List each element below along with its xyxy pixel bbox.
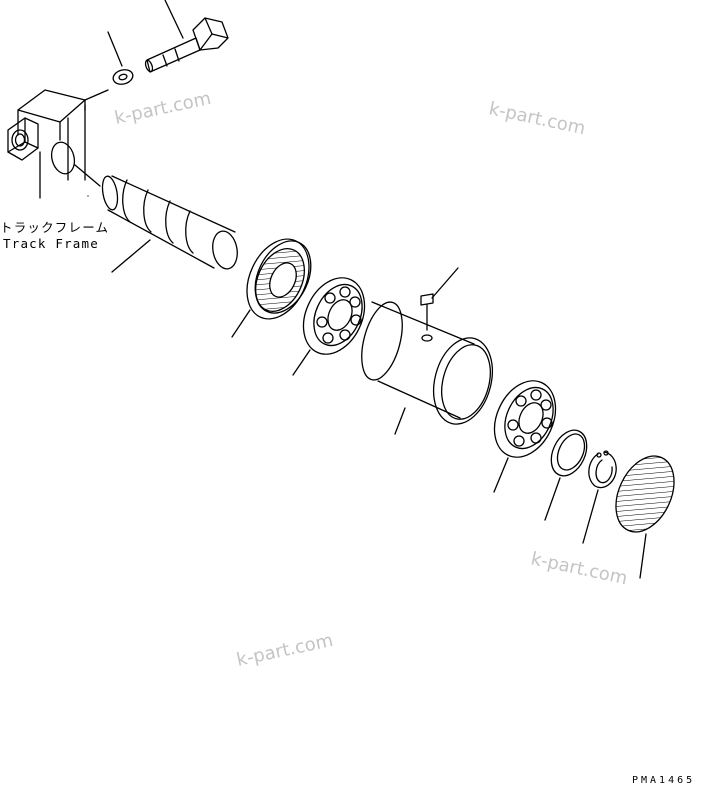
watermark: k-part.com	[487, 98, 587, 139]
bearing-left	[292, 277, 366, 376]
watermark: k-part.com	[113, 88, 213, 129]
collar	[361, 301, 493, 435]
track-frame-bracket	[7, 89, 109, 199]
bearing-right	[493, 380, 557, 493]
watermark: k-part.com	[235, 630, 335, 671]
cover	[615, 455, 675, 579]
spacer-washer	[544, 429, 588, 521]
grease-fitting	[420, 267, 459, 342]
watermark: k-part.com	[529, 548, 629, 589]
figure-code: PMA1465	[632, 775, 695, 785]
floating-seal	[231, 238, 312, 338]
bolt	[144, 0, 229, 73]
washer	[107, 31, 134, 85]
track-frame-label-en: Track Frame	[3, 236, 99, 251]
track-frame-label-jp: トラックフレーム	[0, 220, 109, 235]
snap-ring	[582, 450, 617, 544]
shaft	[74, 164, 238, 273]
